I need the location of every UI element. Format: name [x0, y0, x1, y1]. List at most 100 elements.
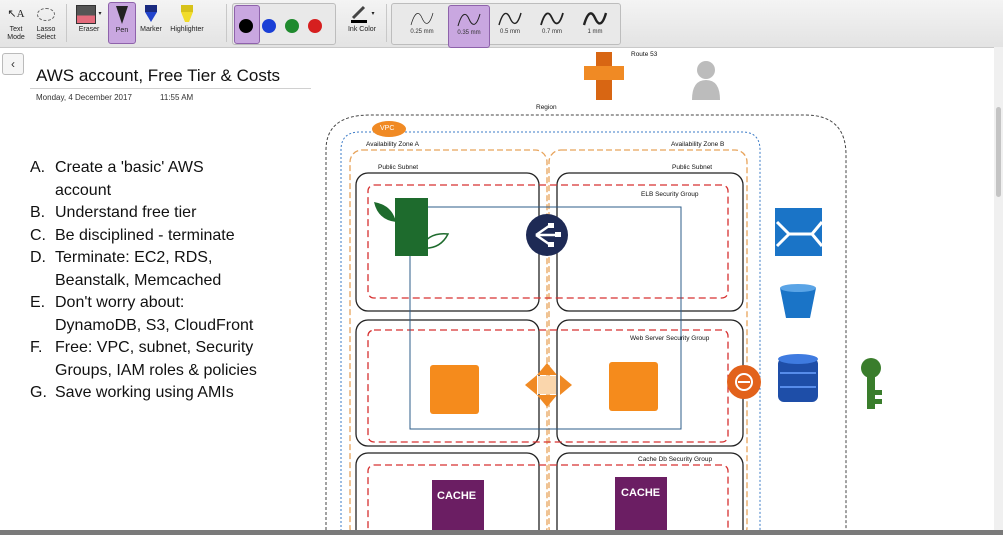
eraser-label: Eraser: [78, 26, 100, 33]
vpc-cloud-icon: [372, 121, 406, 137]
list-item: C. Be disciplined - terminate: [30, 225, 265, 248]
toolbar-separator: [66, 4, 67, 42]
elasticache-icon[interactable]: [432, 480, 484, 535]
stroke-width-group: 0.25 mm 0.35 mm 0.5 mm 0.7 mm 1 mm: [391, 3, 621, 48]
back-button[interactable]: ‹: [2, 53, 24, 75]
color-blue[interactable]: [262, 19, 276, 33]
highlighter-icon: [181, 5, 193, 22]
user-icon: [692, 61, 720, 100]
ink-color-label: Ink Color: [347, 26, 376, 33]
availability-zone-b: [548, 149, 748, 535]
cloudfront-icon[interactable]: [775, 208, 824, 256]
stroke-05[interactable]: 0.5 mm: [490, 9, 530, 35]
chevron-down-icon[interactable]: ▾: [371, 11, 375, 17]
stroke-sample-icon: [540, 12, 564, 26]
list-item-text: Don't worry about: DynamoDB, S3, CloudFr…: [55, 294, 254, 334]
ec2-instance-icon[interactable]: [430, 365, 479, 414]
list-item: D.Terminate: EC2, RDS, Beanstalk, Memcac…: [30, 247, 265, 292]
pen-label: Pen: [115, 27, 129, 34]
chevron-down-icon[interactable]: ▾: [98, 11, 102, 17]
pen-button[interactable]: Pen: [108, 2, 136, 44]
list-marker: D.: [30, 249, 46, 266]
stroke-035[interactable]: 0.35 mm: [448, 5, 490, 48]
list-item-text: Be disciplined - terminate: [55, 226, 235, 244]
vpc-label: VPC: [380, 125, 395, 132]
title-divider: [30, 88, 311, 89]
vpc-endpoint-icon[interactable]: [727, 365, 761, 399]
lasso-select-button[interactable]: Lasso Select: [32, 2, 60, 42]
text-mode-icon: ↖A: [7, 8, 25, 20]
page-date: Monday, 4 December 2017: [36, 93, 132, 102]
toolbar-separator: [226, 4, 227, 42]
list-marker: C.: [30, 226, 46, 244]
auto-scaling-icon[interactable]: [525, 363, 572, 407]
list-marker: B.: [30, 204, 46, 221]
bottom-bar: [0, 530, 1003, 535]
marker-icon: [145, 5, 157, 22]
elb-security-group-label: ELB Security Group: [641, 191, 699, 198]
list-item-text: Free: VPC, subnet, Security Groups, IAM …: [55, 339, 257, 379]
stroke-07[interactable]: 0.7 mm: [532, 9, 572, 35]
color-green[interactable]: [285, 19, 299, 33]
cache-db-security-group-label: Cache Db Security Group: [638, 456, 713, 463]
stroke-label: 0.35 mm: [457, 30, 481, 36]
elb-security-group: [367, 184, 729, 299]
stroke-label: 0.7 mm: [541, 29, 562, 35]
vertical-scrollbar[interactable]: [994, 47, 1003, 530]
stroke-label: 0.25 mm: [410, 29, 434, 35]
text-mode-button[interactable]: ↖A Text Mode: [3, 2, 29, 42]
notes-list[interactable]: A.Create a 'basic' AWS account B.Underst…: [30, 157, 265, 405]
highlighter-label: Highlighter: [170, 26, 204, 33]
page-time: 11:55 AM: [160, 93, 194, 102]
scrollbar-thumb[interactable]: [996, 107, 1001, 197]
eraser-icon: [76, 4, 97, 24]
iam-key-icon[interactable]: [861, 358, 882, 409]
stroke-label: 0.5 mm: [499, 29, 520, 35]
stroke-1[interactable]: 1 mm: [575, 9, 615, 35]
elasticache-icon[interactable]: [615, 477, 667, 535]
toolbar-separator: [386, 4, 387, 42]
web-server-security-group-label: Web Server Security Group: [630, 335, 710, 342]
public-subnet-a: [355, 172, 540, 312]
stroke-sample-icon: [457, 13, 481, 27]
cache-label: CACHE: [621, 487, 661, 499]
az-a-label: Availability Zone A: [366, 141, 419, 148]
route53-label: Route 53: [631, 51, 658, 58]
ink-color-button[interactable]: ▾ Ink Color: [344, 2, 380, 34]
route53-icon[interactable]: [584, 52, 624, 100]
ink-color-icon: [351, 5, 368, 23]
eraser-button[interactable]: ▾ Eraser: [72, 2, 106, 34]
color-red[interactable]: [308, 19, 322, 33]
stroke-sample-icon: [582, 12, 608, 26]
highlighter-button[interactable]: Highlighter: [166, 2, 208, 34]
color-black[interactable]: [239, 19, 253, 33]
marker-label: Marker: [140, 26, 162, 33]
auto-scaling-group: [409, 206, 682, 430]
lasso-select-label: Lasso Select: [36, 26, 56, 41]
cache-db-security-group: [367, 464, 729, 535]
list-marker: A.: [30, 159, 46, 176]
list-marker: G.: [30, 384, 47, 401]
public-subnet-label: Public Subnet: [378, 164, 419, 171]
ec2-instance-icon[interactable]: [609, 362, 658, 411]
public-subnet-label: Public Subnet: [672, 164, 713, 171]
elastic-beanstalk-icon[interactable]: [374, 198, 450, 256]
dynamodb-icon[interactable]: [778, 354, 818, 402]
page-title[interactable]: AWS account, Free Tier & Costs: [36, 66, 281, 85]
availability-zone-a: [349, 149, 548, 535]
az-b-label: Availability Zone B: [671, 141, 725, 148]
chevron-left-icon: ‹: [11, 57, 15, 71]
s3-bucket-icon[interactable]: [780, 284, 816, 318]
stroke-label: 1 mm: [587, 29, 603, 35]
stroke-025[interactable]: 0.25 mm: [402, 9, 442, 35]
region-label: Region: [536, 104, 557, 111]
region-boundary: [325, 114, 847, 535]
elb-load-balancer-icon[interactable]: [526, 214, 568, 256]
list-marker: E.: [30, 294, 46, 311]
vpc-boundary: [340, 131, 761, 535]
stroke-sample-icon: [410, 12, 434, 26]
marker-button[interactable]: Marker: [137, 2, 165, 34]
list-item: F.Free: VPC, subnet, Security Groups, IA…: [30, 337, 265, 382]
list-item: A.Create a 'basic' AWS account: [30, 157, 265, 202]
